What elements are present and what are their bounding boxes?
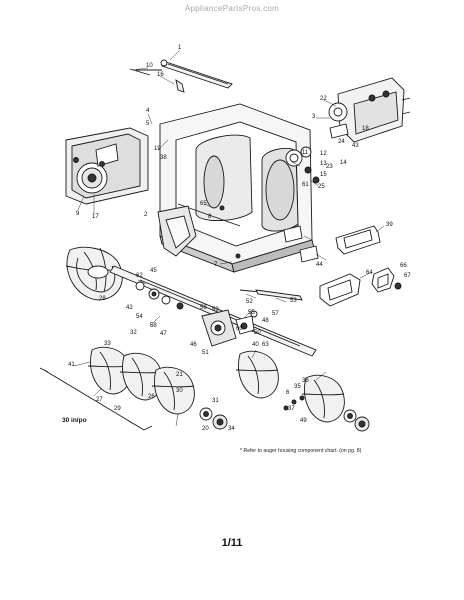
- callout: 5: [146, 121, 150, 127]
- callout: 24: [338, 139, 345, 145]
- auger-housing: [159, 103, 315, 273]
- callout: 33: [104, 341, 111, 347]
- callout: 48: [262, 318, 269, 324]
- front-panel: [65, 127, 149, 205]
- callout: 23: [326, 164, 333, 170]
- callout: 25: [318, 184, 325, 190]
- callout: 2: [144, 212, 148, 218]
- callout: 44: [316, 262, 323, 268]
- callout: 14: [340, 160, 347, 166]
- left-auger-spiral: [65, 246, 123, 301]
- callout: 65: [200, 201, 207, 207]
- callout: 11: [302, 150, 309, 156]
- callout: 60: [236, 326, 243, 332]
- callout: 8: [208, 214, 212, 220]
- callout: 66: [400, 263, 407, 269]
- callout: 47: [160, 331, 167, 337]
- callout: 9: [76, 211, 80, 217]
- callout: 39: [386, 222, 393, 228]
- callout: 53: [290, 298, 297, 304]
- gear-housing: [328, 77, 411, 143]
- callout: 64: [366, 270, 373, 276]
- callout: 46: [190, 342, 197, 348]
- callout: 21: [176, 372, 183, 378]
- callout: 3: [312, 114, 316, 120]
- callout: 34: [228, 426, 235, 432]
- site-watermark: AppliancePartsPros.com: [184, 4, 280, 13]
- callout: 30: [176, 388, 183, 394]
- skid-shoe: [157, 205, 197, 257]
- callout: 49: [300, 418, 307, 424]
- callout: 20: [202, 426, 209, 432]
- callout: 51: [202, 350, 209, 356]
- callout: 42: [126, 305, 133, 311]
- callout: 4: [146, 108, 150, 114]
- page-number: 1/11: [221, 537, 243, 549]
- callout: 59: [212, 307, 219, 313]
- callout: 13: [320, 161, 327, 167]
- callout: 10: [146, 63, 153, 69]
- callout: 36: [302, 378, 309, 384]
- leader-lines: [73, 49, 385, 427]
- callout: 56: [200, 305, 207, 311]
- callout: 61: [302, 182, 309, 188]
- callout: 26: [148, 394, 155, 400]
- gear-box: [201, 289, 303, 347]
- callout: 15: [320, 172, 327, 178]
- callout: 32: [130, 330, 137, 336]
- callout: 57: [272, 311, 279, 317]
- callout: 45: [150, 268, 157, 274]
- callout: 40: [252, 342, 259, 348]
- callout: 43: [352, 143, 359, 149]
- callout: 29: [114, 406, 121, 412]
- callout: 52: [246, 299, 253, 305]
- callout: 67: [404, 273, 411, 279]
- callout: 22: [320, 96, 327, 102]
- callout: 63: [262, 342, 269, 348]
- callout: 31: [212, 398, 219, 404]
- reference-bracket: [39, 367, 153, 431]
- lower-right-augers: [235, 350, 370, 432]
- callout: 28: [99, 296, 106, 302]
- callout: 41: [68, 362, 75, 368]
- callout: 55: [248, 310, 255, 316]
- callout: 1: [178, 45, 182, 51]
- footnote: * Refer to auger housing component chart…: [240, 448, 362, 454]
- callout: 27: [96, 397, 103, 403]
- callout: 7: [214, 262, 218, 268]
- callout: 35: [294, 384, 301, 390]
- callout: 6: [286, 390, 290, 396]
- callout: 19: [154, 146, 161, 152]
- callout: 12: [320, 151, 327, 157]
- drive-belts: [319, 225, 402, 307]
- callout: 58: [150, 323, 157, 329]
- callout: 50: [254, 330, 261, 336]
- callout: 16: [157, 72, 164, 78]
- bearing-cluster: [283, 146, 320, 263]
- callout: 38: [160, 155, 167, 161]
- reference-label: 30 in/po: [62, 417, 87, 424]
- callout: 37: [288, 406, 295, 412]
- callout: 18: [362, 126, 369, 132]
- drive-shaft: [129, 59, 233, 93]
- lower-left-augers: [87, 346, 228, 430]
- callout: 62: [136, 273, 143, 279]
- callout: 54: [136, 314, 143, 320]
- callout: 17: [92, 214, 99, 220]
